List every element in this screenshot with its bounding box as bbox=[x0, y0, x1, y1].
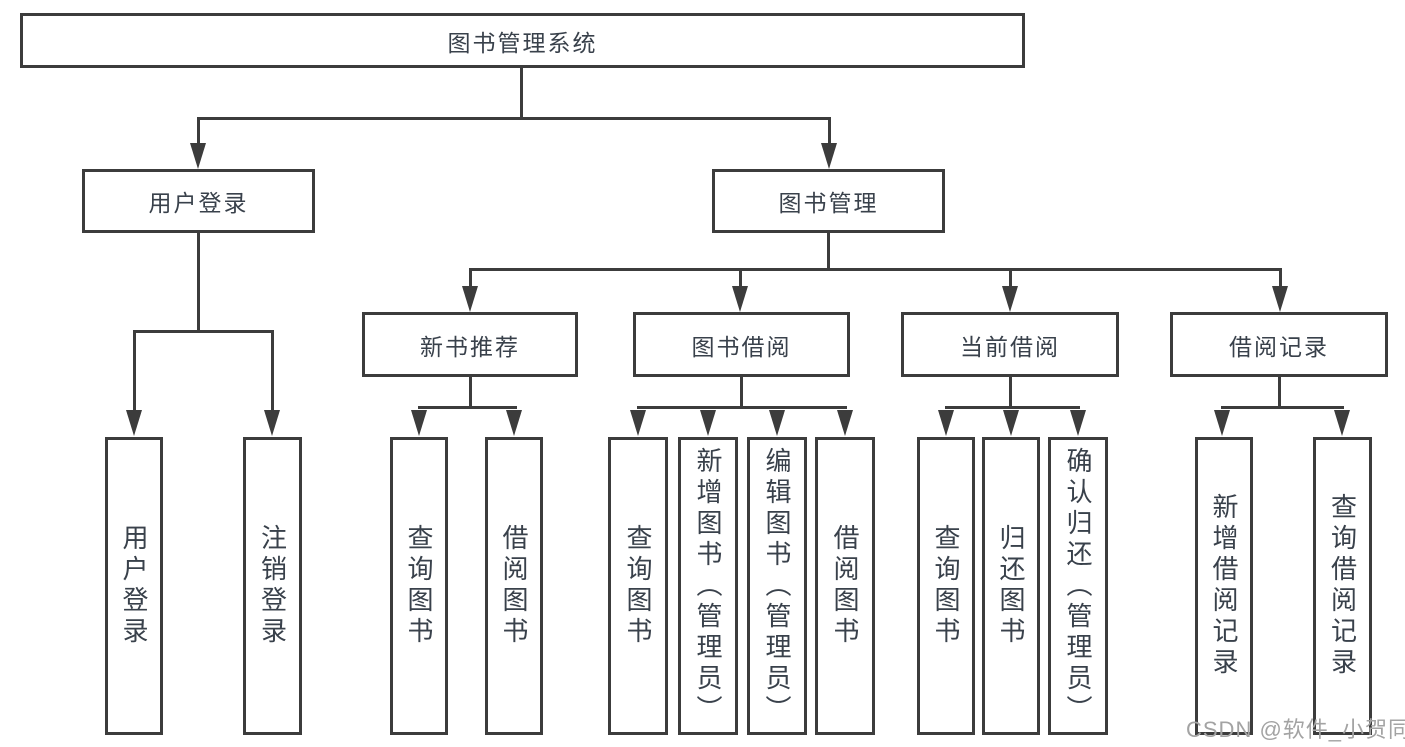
connector-line bbox=[469, 268, 1282, 271]
arrow-down-icon bbox=[190, 143, 206, 169]
arrow-down-icon bbox=[1070, 410, 1086, 436]
arrow-down-icon bbox=[837, 410, 853, 436]
leaf-query-books: 查询图书 bbox=[390, 437, 448, 735]
arrow-down-icon bbox=[462, 286, 478, 312]
node-new-book-recommend: 新书推荐 bbox=[362, 312, 578, 377]
node-user-login: 用户登录 bbox=[82, 169, 315, 233]
connector-line bbox=[1279, 268, 1282, 288]
node-borrowing-records: 借阅记录 bbox=[1170, 312, 1388, 377]
connector-line bbox=[945, 406, 1080, 409]
connector-line bbox=[1221, 406, 1344, 409]
node-book-management: 图书管理 bbox=[712, 169, 945, 233]
leaf-logout: 注销登录 bbox=[243, 437, 302, 735]
arrow-down-icon bbox=[769, 410, 785, 436]
leaf-confirm-return-admin: 确认归还（管理员） bbox=[1048, 437, 1108, 735]
connector-line bbox=[828, 117, 831, 145]
node-current-borrowing: 当前借阅 bbox=[901, 312, 1119, 377]
csdn-watermark: CSDN @软件_小贺同学 bbox=[1186, 717, 1405, 742]
leaf-add-borrow-record: 新增借阅记录 bbox=[1195, 437, 1253, 735]
leaf-query-books: 查询图书 bbox=[608, 437, 668, 735]
leaf-edit-books-admin: 编辑图书（管理员） bbox=[747, 437, 807, 735]
connector-line bbox=[1009, 268, 1012, 288]
arrow-down-icon bbox=[411, 410, 427, 436]
node-root: 图书管理系统 bbox=[20, 13, 1025, 68]
connector-line bbox=[133, 330, 274, 333]
leaf-add-books-admin: 新增图书（管理员） bbox=[678, 437, 738, 735]
connector-line bbox=[271, 330, 274, 412]
connector-line bbox=[740, 377, 743, 408]
leaf-return-books: 归还图书 bbox=[982, 437, 1040, 735]
connector-line bbox=[520, 68, 523, 118]
connector-line bbox=[197, 117, 200, 145]
connector-line bbox=[197, 233, 200, 333]
arrow-down-icon bbox=[1214, 410, 1230, 436]
arrow-down-icon bbox=[1334, 410, 1350, 436]
connector-line bbox=[739, 268, 742, 288]
arrow-down-icon bbox=[264, 410, 280, 436]
connector-line bbox=[133, 330, 136, 412]
leaf-user-login: 用户登录 bbox=[105, 437, 163, 735]
leaf-borrow-books: 借阅图书 bbox=[485, 437, 543, 735]
arrow-down-icon bbox=[1003, 410, 1019, 436]
connector-line bbox=[1278, 377, 1281, 408]
arrow-down-icon bbox=[821, 143, 837, 169]
node-book-borrowing: 图书借阅 bbox=[633, 312, 850, 377]
arrow-down-icon bbox=[1272, 286, 1288, 312]
connector-line bbox=[469, 377, 472, 408]
connector-line bbox=[1009, 377, 1012, 408]
arrow-down-icon bbox=[506, 410, 522, 436]
arrow-down-icon bbox=[630, 410, 646, 436]
leaf-query-books: 查询图书 bbox=[917, 437, 975, 735]
connector-line bbox=[469, 268, 472, 288]
connector-line bbox=[827, 233, 830, 270]
leaf-query-borrow-record: 查询借阅记录 bbox=[1313, 437, 1372, 735]
connector-line bbox=[418, 406, 517, 409]
arrow-down-icon bbox=[1002, 286, 1018, 312]
arrow-down-icon bbox=[700, 410, 716, 436]
connector-line bbox=[637, 406, 847, 409]
connector-line bbox=[197, 117, 831, 120]
arrow-down-icon bbox=[126, 410, 142, 436]
leaf-borrow-books: 借阅图书 bbox=[815, 437, 875, 735]
arrow-down-icon bbox=[732, 286, 748, 312]
arrow-down-icon bbox=[938, 410, 954, 436]
